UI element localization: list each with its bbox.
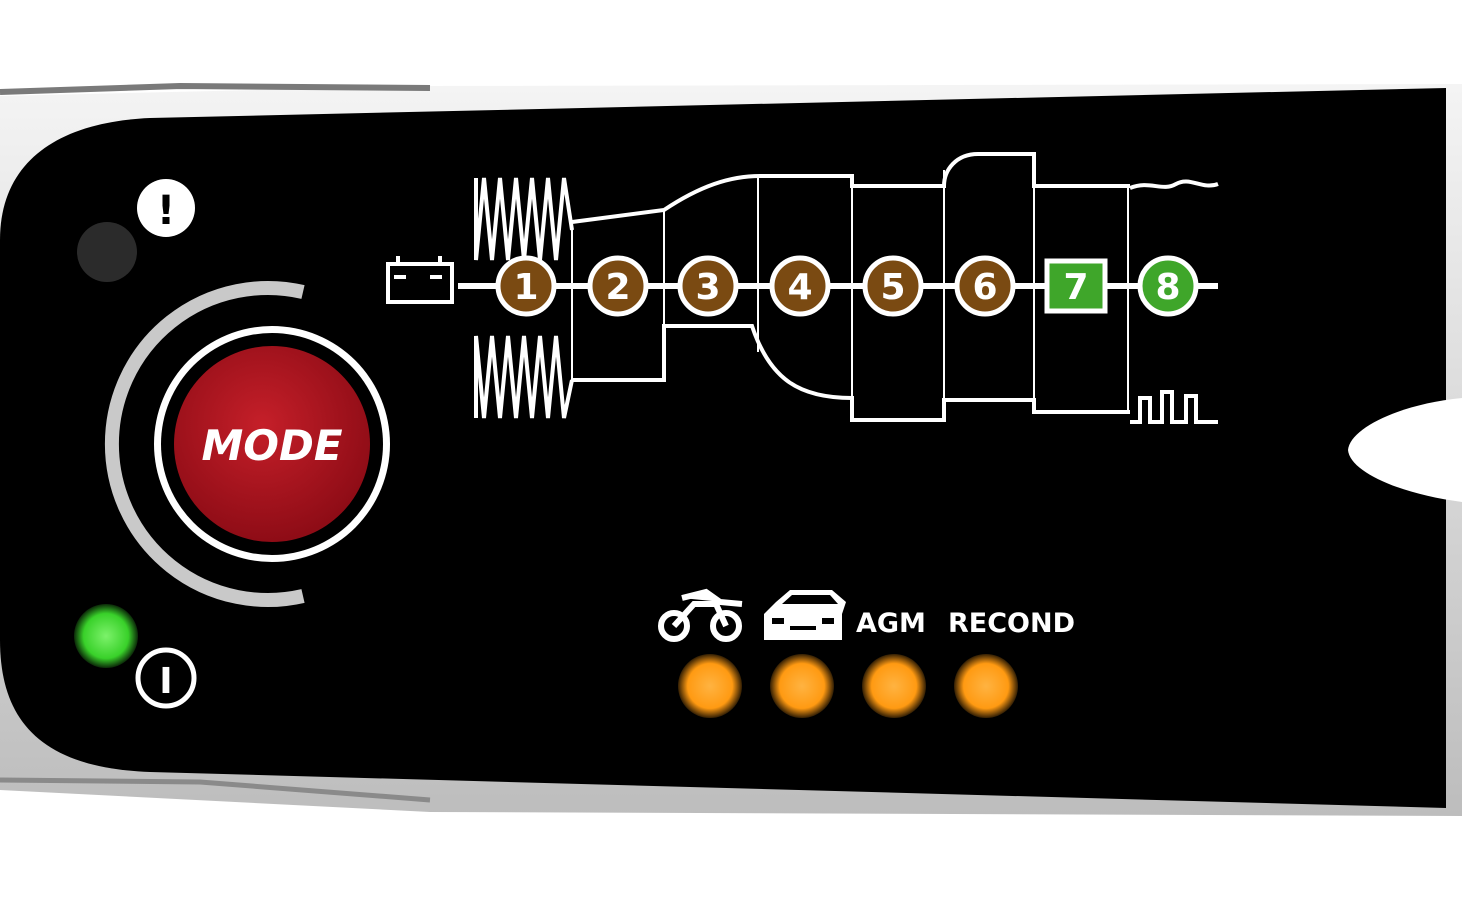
mode-led-motorcycle (678, 654, 742, 718)
battery-icon (386, 256, 454, 304)
step-indicator-8: 8 (1137, 255, 1199, 317)
step-indicator-1: 1 (495, 255, 557, 317)
mode-led-recond (954, 654, 1018, 718)
recond-label: RECOND (948, 608, 1075, 639)
step-number: 5 (880, 267, 905, 308)
power-icon: I (135, 647, 197, 709)
step-number: 4 (787, 267, 812, 308)
mode-led-agm (862, 654, 926, 718)
step-marker (862, 255, 924, 317)
step-indicator-6: 6 (954, 255, 1016, 317)
step-indicator-4: 4 (769, 255, 831, 317)
motorcycle-icon (658, 588, 743, 642)
step-number: 7 (1063, 267, 1088, 308)
step-indicator-3: 3 (677, 255, 739, 317)
step-number: 8 (1155, 267, 1180, 308)
step-number: 1 (513, 267, 538, 308)
step-marker (1044, 258, 1108, 314)
svg-text:I: I (159, 661, 172, 702)
step-indicator-7: 7 (1044, 258, 1108, 314)
step-number: 3 (695, 267, 720, 308)
mode-button-label: MODE (201, 421, 342, 470)
panel-notch (1348, 398, 1462, 502)
step-marker (677, 255, 739, 317)
step-marker (1137, 255, 1199, 317)
mode-button-ring (104, 281, 305, 607)
charge-steps: 1 2 3 4 5 6 7 8 (495, 255, 1199, 317)
mode-button[interactable]: MODE (104, 281, 390, 607)
step-marker (495, 255, 557, 317)
power-led (74, 604, 138, 668)
step-number: 2 (605, 267, 630, 308)
car-icon (764, 590, 846, 640)
fault-led (77, 222, 137, 282)
step-indicator-5: 5 (862, 255, 924, 317)
fault-icon: ! (137, 179, 195, 237)
step-indicator-2: 2 (587, 255, 649, 317)
step-marker (769, 255, 831, 317)
mode-led-car (770, 654, 834, 718)
step-number: 6 (972, 267, 997, 308)
agm-label: AGM (856, 608, 926, 639)
step-marker (587, 255, 649, 317)
svg-text:!: ! (157, 188, 175, 234)
step-marker (954, 255, 1016, 317)
